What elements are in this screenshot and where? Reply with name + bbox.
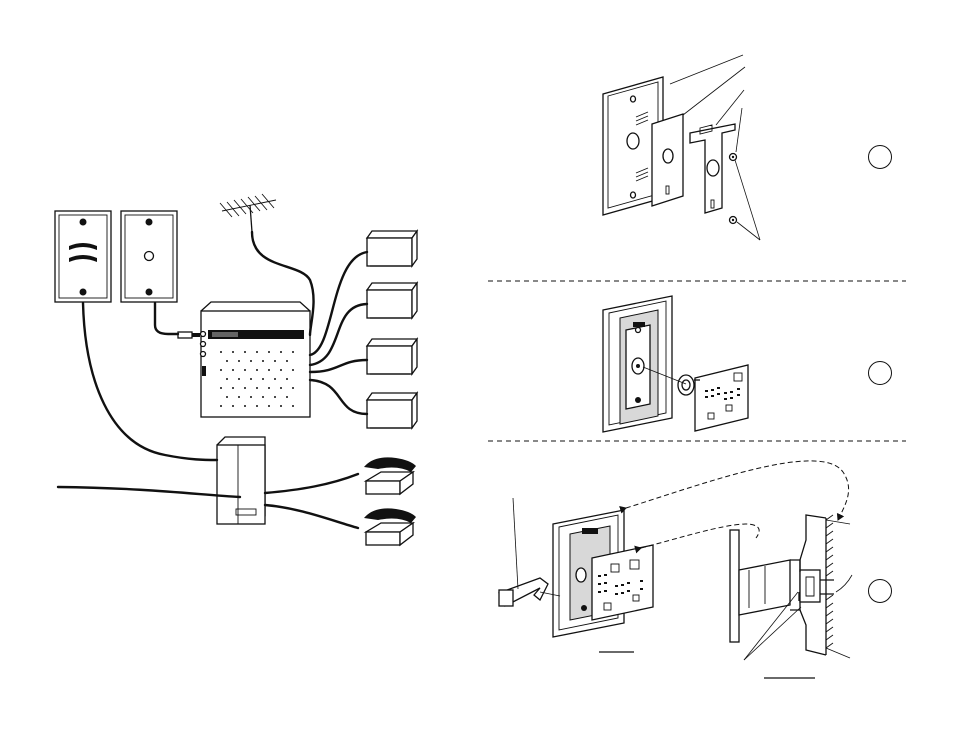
step-1 (603, 55, 892, 240)
telephone-2 (364, 508, 416, 545)
installation-steps (488, 55, 906, 678)
monitor-4 (367, 393, 417, 428)
monitor-2 (367, 283, 417, 318)
telephone-interface (217, 437, 265, 524)
monitor-1 (367, 231, 417, 266)
step-3-badge (869, 580, 892, 603)
step-3 (499, 461, 892, 678)
telephone-1 (364, 457, 416, 494)
step-2 (603, 296, 892, 432)
wall-speaker-plate (55, 211, 111, 302)
tv-antenna (220, 194, 276, 232)
step-2-badge (869, 362, 892, 385)
system-overview (55, 194, 417, 545)
distribution-modulator (178, 302, 310, 417)
step-1-badge (869, 146, 892, 169)
monitor-3 (367, 339, 417, 374)
wall-jack-plate (121, 211, 177, 302)
